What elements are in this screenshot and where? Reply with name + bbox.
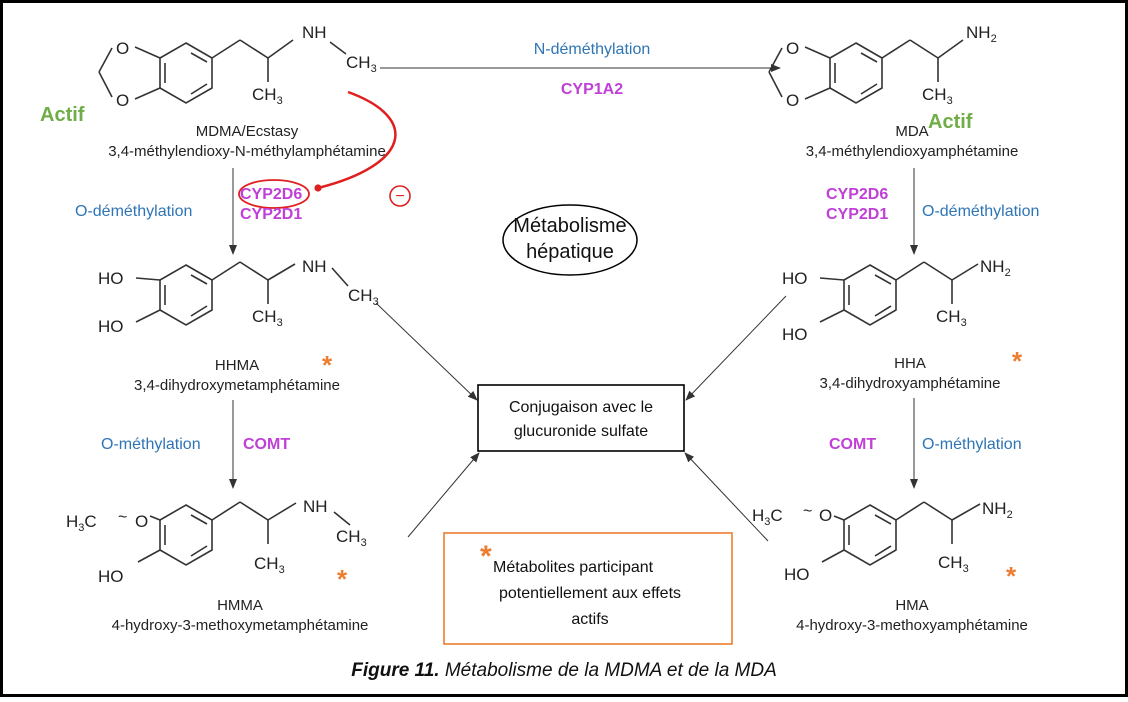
mda-fullname: 3,4-méthylendioxyamphétamine — [806, 143, 1019, 160]
hhma-to-conjugation-arrow — [375, 302, 478, 401]
hha-fullname: 3,4-dihydroxyamphétamine — [820, 375, 1001, 392]
hha-ch3: CH3 — [936, 307, 967, 329]
hmma-structure: H3C ~ O HO NH CH3 CH3 — [66, 497, 367, 586]
right-o-demethylation-label: O-déméthylation — [922, 203, 1039, 220]
mdma-structure: O O NH CH3 CH3 — [98, 23, 377, 110]
mdma-name: MDMA/Ecstasy — [196, 123, 299, 140]
hepatic-metabolism-line1: Métabolisme — [513, 215, 626, 237]
legend-line3: actifs — [571, 611, 608, 628]
mda-structure: O O NH2 CH3 — [768, 23, 997, 110]
hmma-ch3: CH3 — [254, 554, 285, 576]
hma-structure: H3C ~ O HO NH2 CH3 — [752, 499, 1013, 584]
right-o-methylation-label: O-méthylation — [922, 436, 1022, 453]
inhibition-sign: − — [395, 188, 404, 205]
mdma-ch3: CH3 — [252, 85, 283, 107]
right-cyp2d6-label: CYP2D6 — [826, 186, 888, 203]
left-cyp2d1-label: CYP2D1 — [240, 206, 302, 223]
hha-nh2: NH2 — [980, 257, 1011, 279]
right-comt-label: COMT — [829, 436, 876, 453]
inhibition-circle — [389, 185, 411, 207]
cyp2d6-highlight-ellipse — [238, 179, 310, 209]
left-o-demethylation-label: O-déméthylation — [75, 203, 192, 220]
hma-o: O — [819, 506, 832, 525]
hmma-ho: HO — [98, 567, 124, 586]
mdma-o-bottom: O — [116, 91, 129, 110]
hma-ho: HO — [784, 565, 810, 584]
hepatic-metabolism-ellipse — [502, 204, 638, 276]
figure-caption: Figure 11. Métabolisme de la MDMA et de … — [351, 660, 777, 681]
hhma-asterisk: * — [322, 350, 333, 380]
hhma-name: HHMA — [215, 357, 259, 374]
hha-asterisk: * — [1012, 346, 1023, 376]
hhma-fullname: 3,4-dihydroxymetamphétamine — [134, 377, 340, 394]
inhibition-curve — [314, 90, 397, 192]
hmma-fullname: 4-hydroxy-3-methoxymetamphétamine — [112, 617, 369, 634]
mdma-fullname: 3,4-méthylendioxy-N-méthylamphétamine — [108, 143, 386, 160]
legend-line1: Métabolites participant — [493, 559, 654, 576]
right-cyp2d1-label: CYP2D1 — [826, 206, 888, 223]
hmma-ch3-n: CH3 — [336, 527, 367, 549]
hma-methoxy: H3C — [752, 506, 783, 528]
left-comt-label: COMT — [243, 436, 290, 453]
hmma-methoxy-bond: ~ — [118, 509, 127, 526]
mdma-actif-label: Actif — [40, 104, 85, 126]
hmma-asterisk: * — [337, 564, 348, 594]
hhma-ho-top: HO — [98, 269, 124, 288]
hmma-o: O — [135, 512, 148, 531]
hha-name: HHA — [894, 355, 926, 372]
n-demethylation-label: N-déméthylation — [534, 41, 651, 58]
hhma-nh: NH — [302, 257, 327, 276]
hma-to-conjugation-arrow — [684, 452, 769, 542]
mda-name: MDA — [895, 123, 928, 140]
mda-o-top: O — [786, 39, 799, 58]
mda-actif-label: Actif — [928, 111, 973, 133]
hmma-methoxy: H3C — [66, 512, 97, 534]
hmma-name: HMMA — [217, 597, 263, 614]
hepatic-metabolism-line2: hépatique — [526, 241, 614, 263]
hha-structure: HO HO NH2 CH3 — [782, 257, 1011, 344]
hmma-nh: NH — [303, 497, 328, 516]
mda-nh2: NH2 — [966, 23, 997, 45]
hma-nh2: NH2 — [982, 499, 1013, 521]
mda-ch3: CH3 — [922, 85, 953, 107]
hhma-ch3-n: CH3 — [348, 286, 379, 308]
hhma-structure: HO HO NH CH3 CH3 — [98, 257, 379, 336]
hma-name: HMA — [895, 597, 928, 614]
mda-o-bottom: O — [786, 91, 799, 110]
hhma-ho-bottom: HO — [98, 317, 124, 336]
legend-box — [443, 532, 733, 645]
hhma-ch3: CH3 — [252, 307, 283, 329]
hma-ch3: CH3 — [938, 553, 969, 575]
hma-asterisk: * — [1006, 561, 1017, 591]
conjugation-box — [477, 384, 685, 452]
left-cyp2d6-label: CYP2D6 — [240, 186, 302, 203]
mdma-o-top: O — [116, 39, 129, 58]
legend-line2: potentiellement aux effets — [499, 585, 681, 602]
left-o-methylation-label: O-méthylation — [101, 436, 201, 453]
conjugation-line1: Conjugaison avec le — [509, 399, 653, 416]
hma-methoxy-bond: ~ — [803, 503, 812, 520]
mdma-nh: NH — [302, 23, 327, 42]
hma-fullname: 4-hydroxy-3-methoxyamphétamine — [796, 617, 1028, 634]
hha-to-conjugation-arrow — [685, 295, 787, 401]
mdma-ch3-n: CH3 — [346, 53, 377, 75]
cyp1a2-label: CYP1A2 — [561, 81, 623, 98]
legend-asterisk: * — [480, 540, 492, 573]
hha-ho-top: HO — [782, 269, 808, 288]
hha-ho-bottom: HO — [782, 325, 808, 344]
hmma-to-conjugation-arrow — [407, 452, 480, 538]
conjugation-line2: glucuronide sulfate — [514, 423, 648, 440]
